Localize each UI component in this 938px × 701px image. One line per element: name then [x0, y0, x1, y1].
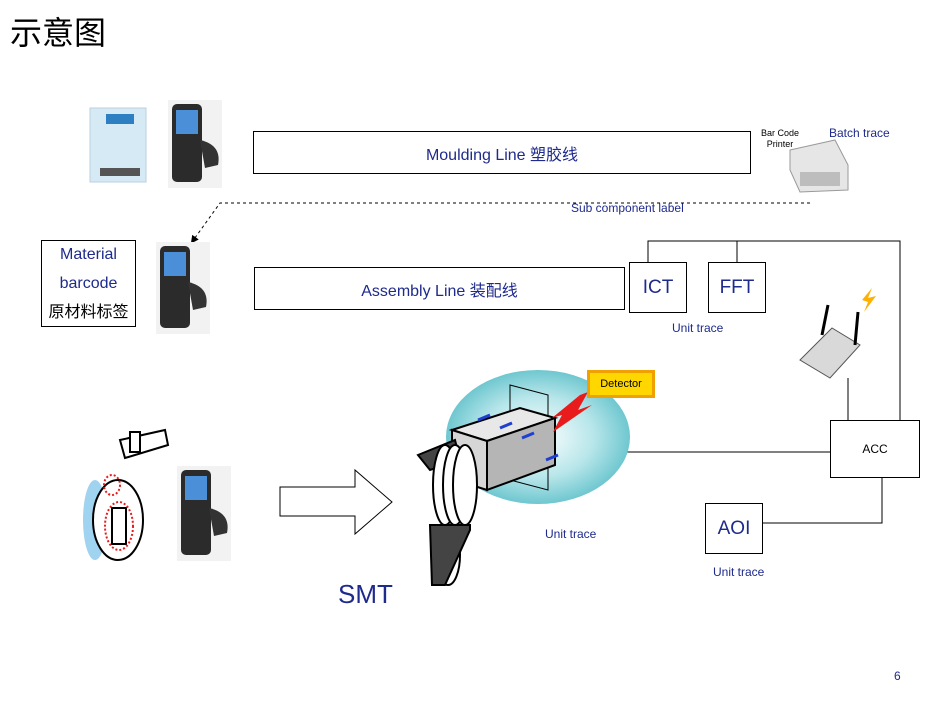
page-title: 示意图 [10, 14, 107, 52]
aoi-label: AOI [717, 517, 751, 539]
handheld-scanner-icon [168, 100, 222, 188]
ict-station-box: ICT [629, 262, 687, 313]
aoi-acc-connector [763, 478, 883, 524]
fft-station-box: FFT [708, 262, 766, 313]
material-bag-icon [89, 107, 147, 183]
ict-label: ICT [642, 276, 674, 298]
assembly-line-box: Assembly Line 装配线 [254, 267, 625, 310]
fft-label: FFT [719, 276, 755, 298]
detector-box: Detector [587, 370, 655, 398]
unit-trace-assembly-label: Unit trace [672, 321, 724, 335]
sub-component-label: Sub component label [571, 201, 684, 215]
unit-trace-smt-label: Unit trace [545, 527, 597, 541]
barcode-printer-label-line2: Printer [766, 139, 794, 149]
detector-label: Detector [600, 378, 642, 390]
detector-signal-bolt [552, 392, 592, 432]
material-barcode-line2: barcode [59, 275, 118, 292]
handheld-scanner-icon [156, 242, 210, 334]
smt-label: SMT [338, 579, 393, 609]
page-number: 6 [894, 669, 901, 683]
handheld-scanner-icon [177, 466, 231, 561]
barcode-printer-label: Bar Code Printer [752, 128, 808, 150]
assembly-line-label: Assembly Line 装配线 [361, 282, 518, 300]
material-barcode-line1: Material [60, 246, 117, 263]
aoi-station-box: AOI [705, 503, 763, 554]
moulding-line-label: Moulding Line 塑胶线 [425, 146, 579, 164]
material-barcode-line3: 原材料标签 [48, 304, 129, 321]
component-reel [83, 428, 170, 561]
moulding-line-box: Moulding Line 塑胶线 [253, 131, 751, 174]
wireless-access-point-icon [799, 288, 876, 379]
acc-box: ACC [830, 420, 920, 478]
barcode-printer-icon [789, 139, 849, 193]
process-flow-arrow [279, 468, 393, 536]
batch-trace-label: Batch trace [829, 126, 890, 140]
unit-trace-aoi-label: Unit trace [713, 565, 765, 579]
ict-fft-bus-line [647, 240, 901, 420]
smt-feeder-assembly [416, 384, 559, 586]
acc-label: ACC [862, 442, 888, 456]
sub-component-dashed-arrow [190, 202, 810, 244]
material-barcode-box: Material barcode 原材料标签 [41, 240, 136, 327]
barcode-printer-label-line1: Bar Code [760, 128, 800, 138]
